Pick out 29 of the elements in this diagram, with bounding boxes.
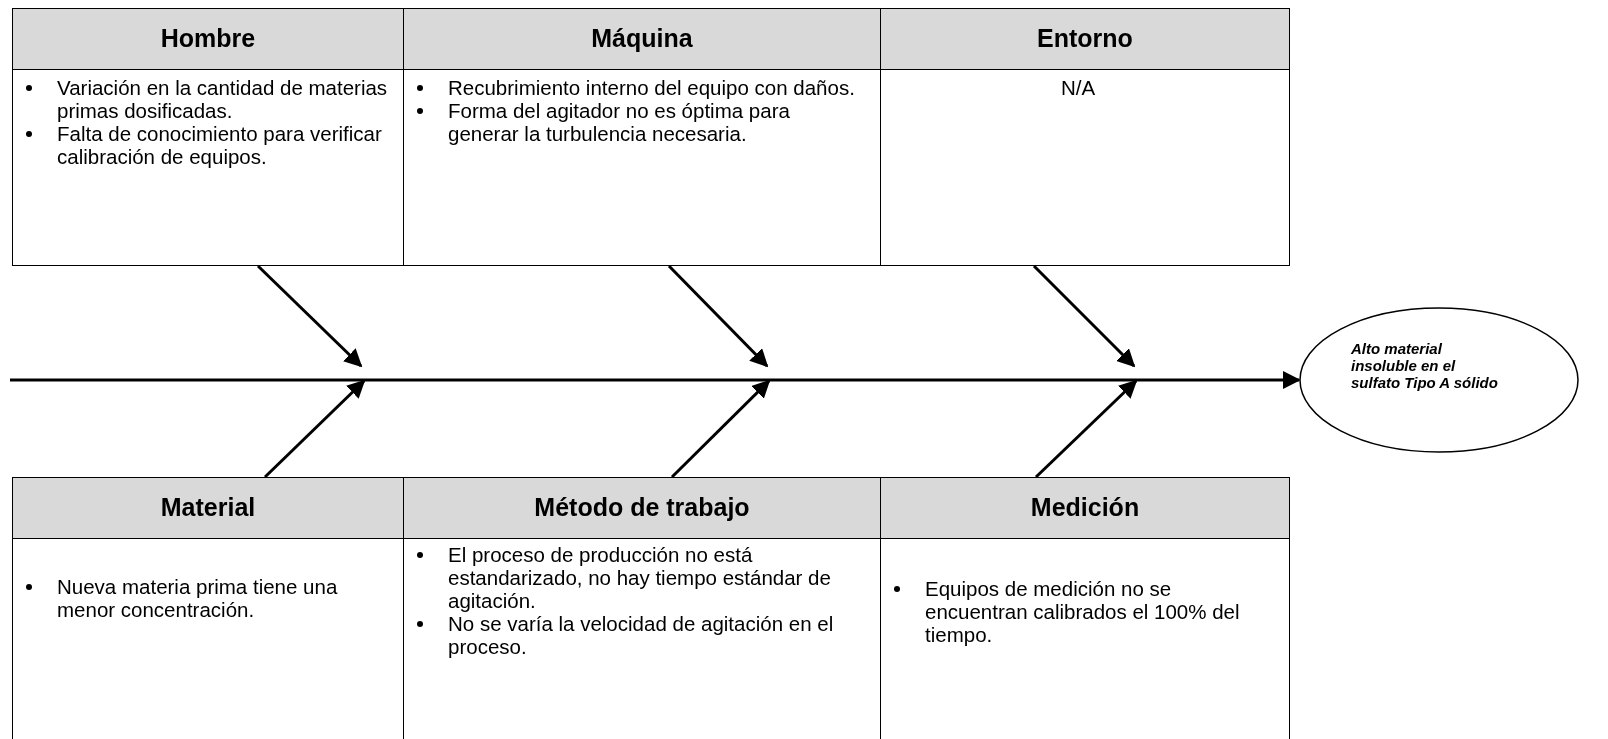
cause-box (880, 477, 1290, 739)
arrow (256, 264, 363, 368)
cause-box (12, 8, 404, 266)
arrow (670, 379, 771, 479)
cause-bullet: Equipos de medición no se encuentran calibrados el 100% del tiempo. (925, 577, 1275, 646)
category-heading: Medición (881, 478, 1289, 539)
cause-box (880, 8, 1290, 266)
arrow (667, 264, 769, 368)
effect-text: Alto material insoluble en el sulfato Tipo A sólido (1351, 340, 1499, 391)
arrow (263, 379, 366, 479)
cause-bullet: Forma del agitador no es óptima para generar la turbulencia necesaria. (448, 99, 866, 145)
arrow (10, 371, 1301, 389)
effect-ellipse (1299, 307, 1579, 453)
arrow (1034, 379, 1138, 479)
cause-bullet: Falta de conocimiento para verificar calibración de equipos. (57, 122, 389, 168)
cause-box (12, 477, 404, 739)
category-heading: Método de trabajo (404, 478, 880, 539)
category-heading: Entorno (881, 9, 1289, 70)
category-heading: Material (13, 478, 403, 539)
cause-bullet: Nueva materia prima tiene una menor concentración. (57, 575, 389, 621)
cause-bullet: Variación en la cantidad de materias primas dosificadas. (57, 76, 389, 122)
category-heading: Hombre (13, 9, 403, 70)
cause-box (403, 8, 881, 266)
arrow (1032, 264, 1136, 368)
category-heading: Máquina (404, 9, 880, 70)
cause-bullet: El proceso de producción no está estandarizado, no hay tiempo estándar de agitación. (448, 543, 866, 612)
cause-bullet: Recubrimiento interno del equipo con daños. (448, 76, 866, 99)
cause-bullet: No se varía la velocidad de agitación en el proceso. (448, 612, 866, 658)
cause-text: N/A (1059, 76, 1097, 99)
